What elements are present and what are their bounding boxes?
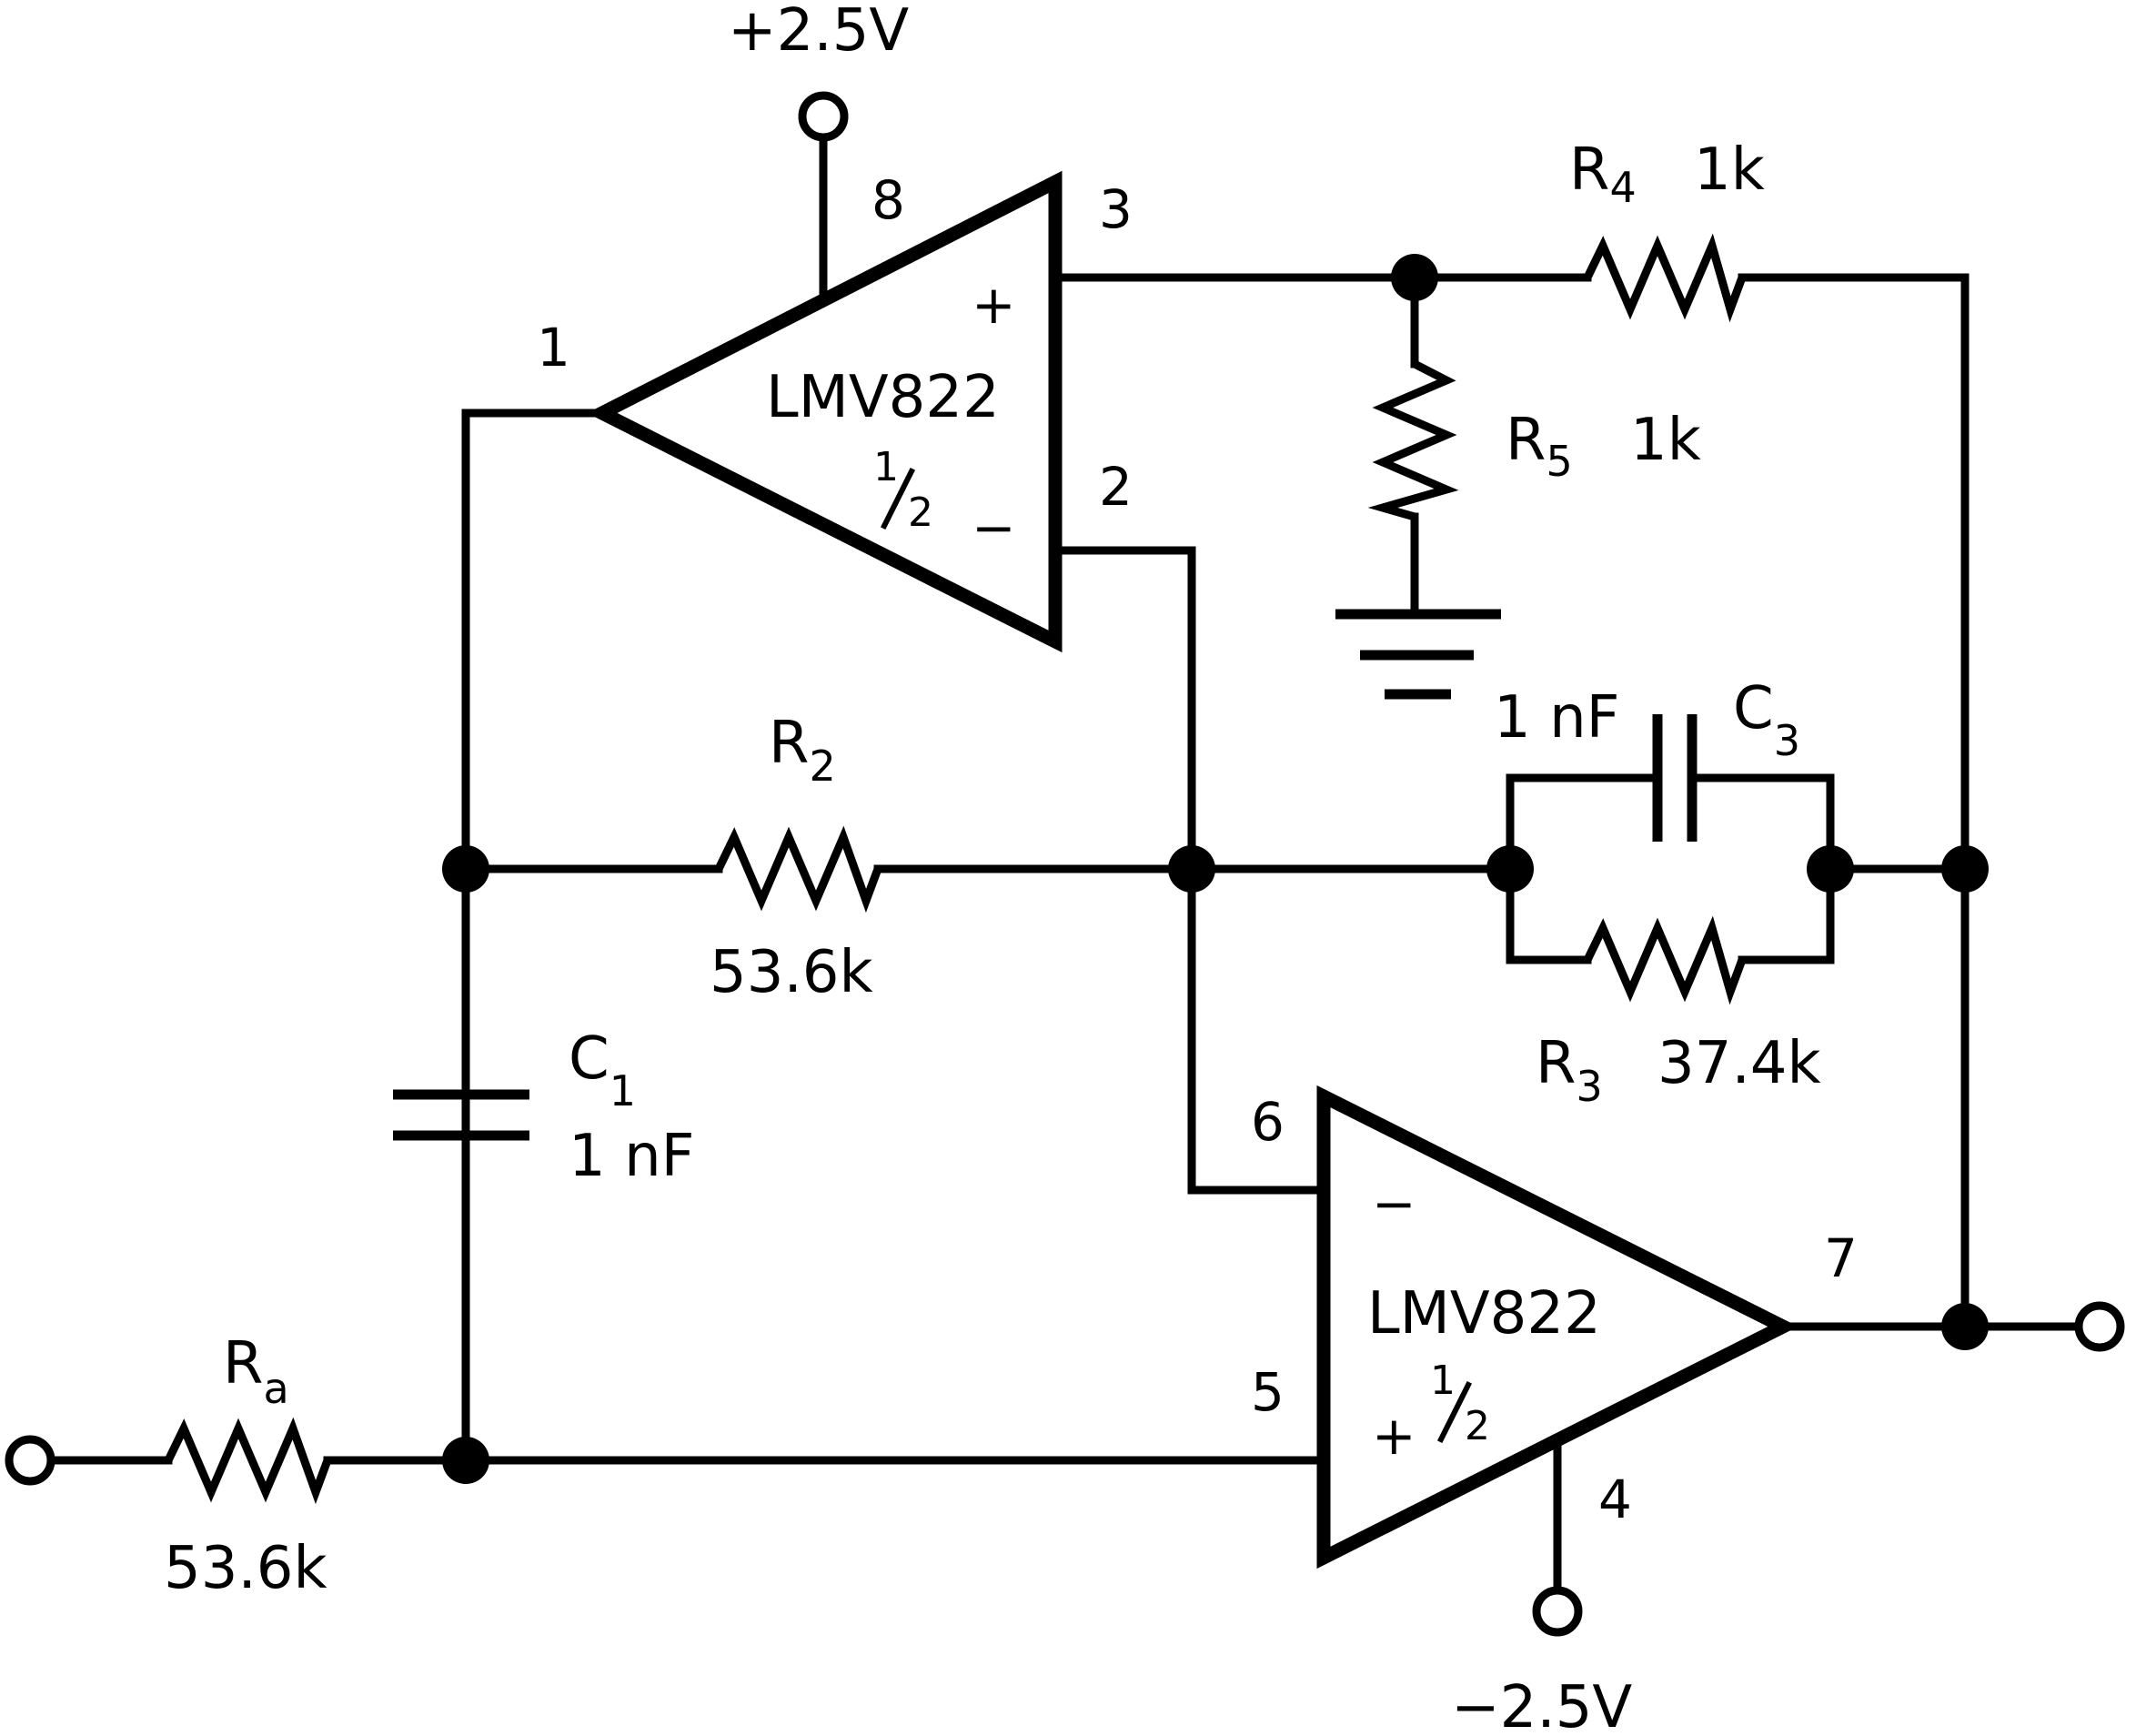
opamp-top-part: LMV822 [766,364,1000,431]
label-r2: R2 [769,710,836,791]
label-vminus: −2.5V [1451,1674,1632,1736]
value-ra: 53.6k [164,1535,327,1602]
value-r2: 53.6k [710,939,873,1006]
resistor-r3 [1583,915,1747,1005]
pin-label-3: 3 [1099,178,1133,240]
pin-label-2: 2 [1099,456,1133,518]
junction-dot [442,1437,489,1484]
label-r5: R5 [1506,407,1573,486]
label-c3: C3 [1733,675,1800,765]
junction-dot [1941,845,1989,893]
wire-c3-right [1688,773,1835,873]
opamp-bottom-half-slash [1436,1380,1473,1444]
ground-icon [1335,609,1501,700]
terminal-output [2074,1301,2125,1352]
label-c1: C1 [569,1025,636,1115]
terminal-input [5,1435,55,1486]
pin-label-5: 5 [1251,1361,1285,1423]
capacitor-c1 [393,864,529,1465]
junction-dot [1807,845,1854,893]
junction-dot [1391,254,1438,301]
value-r5: 1k [1630,407,1701,474]
opamp-top-half-slash [880,467,916,530]
terminal-vminus [1532,1586,1583,1637]
wires [45,133,2083,1595]
opamp-bottom-minus: − [1372,1173,1416,1235]
value-r4: 1k [1694,136,1765,204]
terminal-vplus [798,91,849,142]
resistor-r5 [1367,359,1459,521]
pin-label-7: 7 [1824,1227,1858,1289]
pin-label-8: 8 [871,169,905,231]
wire-r3-left [1506,864,1592,964]
pin-label-1: 1 [537,317,570,378]
value-r3: 37.4k [1657,1030,1821,1097]
opamp-top [587,170,1063,653]
label-vplus: +2.5V [728,0,909,65]
opamp-bottom-part: LMV822 [1367,1280,1601,1347]
value-c3: 1 nF [1494,684,1619,752]
wire-r4-right [1738,273,1970,1331]
opamp-top-half-den: 2 [908,490,933,536]
resistor-r2 [714,825,882,913]
opamp-bottom [1316,1085,1798,1569]
wire-c3-left [1506,773,1658,873]
junctions [442,254,1989,1484]
wire-r3-right [1738,864,1835,964]
resistor-r4 [1583,233,1747,323]
resistor-ra [164,1417,332,1505]
wire-pin1 [461,409,607,1465]
label-r4: R4 [1569,136,1637,212]
label-r3: R3 [1536,1030,1603,1111]
value-c1: 1 nF [569,1123,694,1190]
opamp-top-plus: + [972,274,1016,336]
opamp-bottom-plus: + [1372,1405,1416,1467]
junction-dot [1941,1303,1989,1350]
junction-dot [1486,845,1534,893]
pin-label-4: 4 [1598,1469,1632,1530]
junction-dot [442,845,489,893]
label-ra: Ra [223,1330,289,1413]
opamp-bottom-half-num: 1 [1430,1358,1456,1404]
pin-label-6: 6 [1251,1091,1285,1153]
capacitor-c3 [1652,714,1698,842]
junction-dot [1168,845,1215,893]
opamp-top-half-num: 1 [873,444,899,490]
opamp-top-minus: − [972,497,1016,559]
opamp-bottom-half-den: 2 [1465,1403,1490,1449]
